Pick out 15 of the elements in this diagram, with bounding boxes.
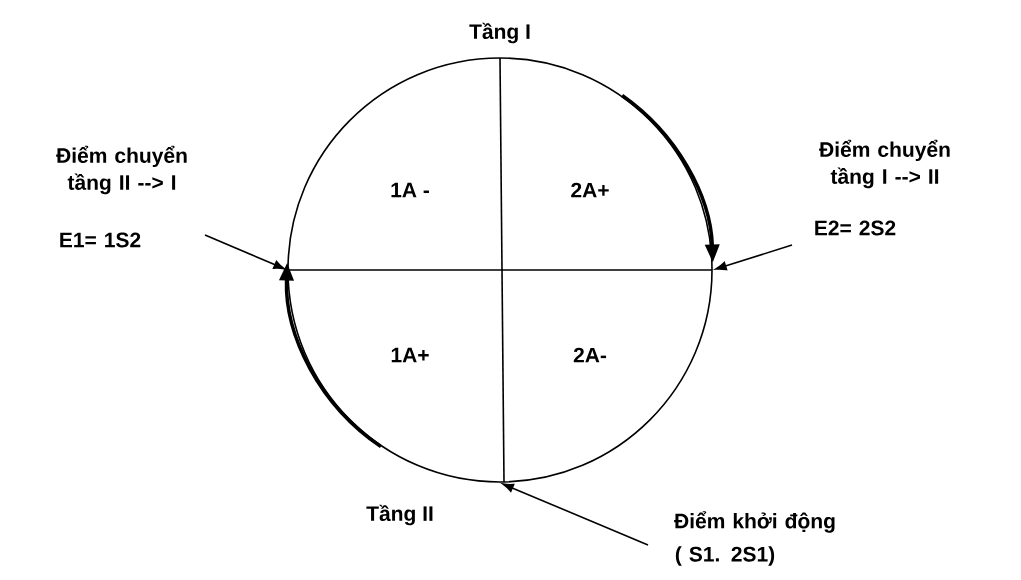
callout-value: E1= 1S2	[60, 232, 141, 248]
quadrant-label: 1A -	[391, 182, 429, 198]
circle-heading: Tầng II	[366, 504, 433, 526]
quadrant-label: 2A+	[571, 182, 609, 198]
leader-arrow	[204, 234, 285, 270]
leader-arrow	[715, 244, 793, 271]
callout-text: Điểm chuyển tầng I --> II	[819, 139, 950, 189]
callout-text: Điểm khởi động	[674, 511, 835, 533]
callout-text: Điểm chuyển tầng II --> I	[56, 145, 187, 195]
callout-value: E2= 2S2	[815, 220, 896, 236]
quadrant-label: 1A+	[391, 347, 429, 363]
leader-arrow	[502, 483, 649, 546]
circle-heading: Tầng I	[469, 22, 530, 44]
callout-value: ( S1. 2S1)	[675, 546, 775, 566]
quadrant-label: 2A-	[573, 347, 607, 363]
